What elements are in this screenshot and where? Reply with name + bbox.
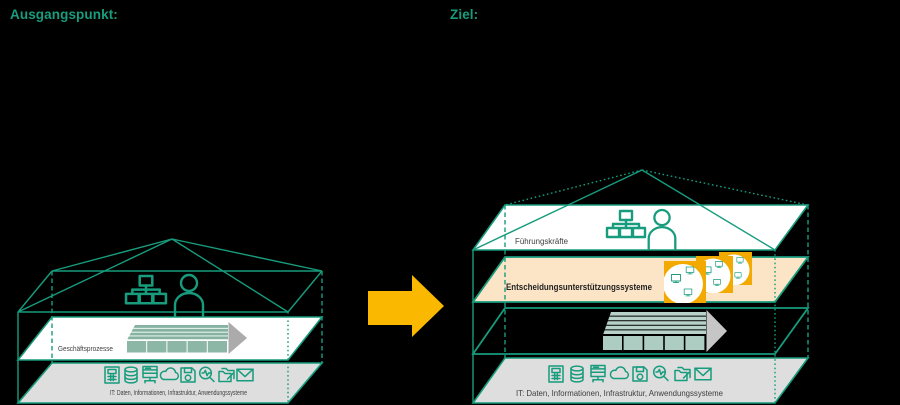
striped-process-arrow-icon (127, 322, 247, 354)
left-house: Geschäftsprozesse IT: Daten, Information… (16, 238, 324, 404)
right-process-band (471, 307, 810, 355)
right-section-title: Ziel: (450, 7, 479, 22)
left-section-title: Ausgangspunkt: (10, 7, 118, 22)
transition-arrow (368, 275, 444, 337)
left-it-label: IT: Daten, Informationen, Infrastruktur,… (110, 388, 247, 397)
right-block-arrow-icon (368, 275, 444, 337)
right-house: Führungskräfte Entscheidungsunterstützun… (471, 169, 810, 404)
right-house-wireframe (472, 169, 809, 403)
workstation-tiles-icon (664, 252, 752, 303)
left-it-band (16, 362, 324, 404)
person-icon (173, 273, 205, 318)
right-it-label: IT: Daten, Informationen, Infrastruktur,… (516, 388, 723, 398)
business-process-label: Geschäftsprozesse (58, 344, 113, 353)
striped-process-arrow-icon (603, 310, 727, 352)
org-chart-icon (124, 274, 168, 305)
dss-label: Entscheidungsunterstützungssysteme (506, 282, 652, 293)
left-house-wireframe (17, 238, 323, 403)
right-dss-band (471, 256, 810, 303)
leadership-label: Führungskräfte (515, 237, 569, 246)
